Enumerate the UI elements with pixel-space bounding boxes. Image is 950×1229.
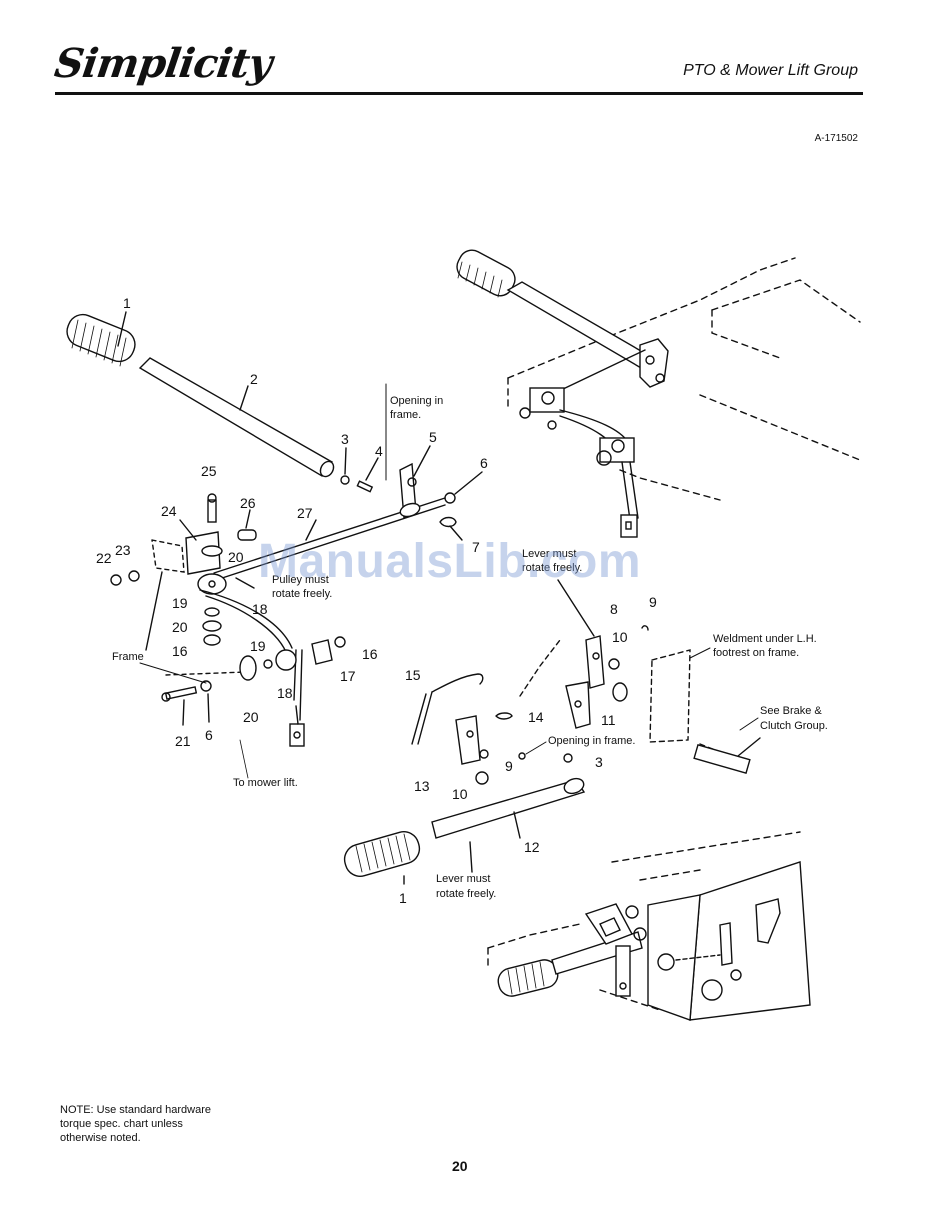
footer-note-line2: torque spec. chart unless <box>60 1118 183 1130</box>
lift-lever-bar <box>431 779 586 839</box>
callout-9-top: 9 <box>649 594 657 610</box>
lever-tube <box>138 357 334 477</box>
pto-lever-handle <box>66 311 335 478</box>
callout-19-a: 19 <box>172 595 188 611</box>
callout-6-top: 6 <box>480 455 488 471</box>
callout-10-bottom: 10 <box>452 786 468 802</box>
callout-7: 7 <box>472 539 480 555</box>
callout-14: 14 <box>528 709 544 725</box>
callout-27: 27 <box>297 505 313 521</box>
callout-16-a: 16 <box>172 643 188 659</box>
callout-10-top: 10 <box>612 629 628 645</box>
callout-18-b: 18 <box>277 685 293 701</box>
callout-20-b: 20 <box>172 619 188 635</box>
header-divider <box>55 92 863 95</box>
callout-4: 4 <box>375 443 383 459</box>
note-weldment-line2: footrest on frame. <box>713 647 799 659</box>
callout-2: 2 <box>250 371 258 387</box>
callout-8: 8 <box>610 601 618 617</box>
callout-5: 5 <box>429 429 437 445</box>
note-lever-top-line1: Lever must <box>522 548 576 560</box>
pulley-bracket <box>145 493 305 747</box>
lower-left-hardware <box>110 570 346 726</box>
note-opening-top-line1: Opening in <box>390 395 443 407</box>
callout-20-a: 20 <box>228 549 244 565</box>
page-number: 20 <box>452 1158 468 1174</box>
mower-lift-lever-assembly <box>343 579 761 885</box>
callout-22: 22 <box>96 550 112 566</box>
note-brake-line2: Clutch Group. <box>760 720 828 732</box>
inset-bottom-assembly <box>487 831 811 1021</box>
note-pulley-line1: Pulley must <box>272 574 329 586</box>
callout-3-top: 3 <box>341 431 349 447</box>
lift-handle-grip-icon <box>343 830 421 878</box>
callout-18-a: 18 <box>252 601 268 617</box>
callout-12: 12 <box>524 839 540 855</box>
callout-23: 23 <box>115 542 131 558</box>
callout-15: 15 <box>405 667 421 683</box>
callout-19-b: 19 <box>250 638 266 654</box>
note-frame: Frame <box>112 651 144 663</box>
note-lever-top-line2: rotate freely. <box>522 562 582 574</box>
callout-21: 21 <box>175 733 191 749</box>
callout-3-bottom: 3 <box>595 754 603 770</box>
callout-16-b: 16 <box>362 646 378 662</box>
callout-9-bottom: 9 <box>505 758 513 774</box>
callout-1-bottom: 1 <box>399 890 407 906</box>
callout-20-c: 20 <box>243 709 259 725</box>
callout-26: 26 <box>240 495 256 511</box>
footer-note-line3: otherwise noted. <box>60 1132 141 1144</box>
note-pulley-line2: rotate freely. <box>272 588 332 600</box>
control-rod <box>213 497 446 581</box>
footer-note: NOTE: Use standard hardware torque spec.… <box>60 1103 260 1145</box>
note-opening-top-line2: frame. <box>390 409 421 421</box>
footer-note-line1: NOTE: Use standard hardware <box>60 1104 212 1116</box>
section-title: PTO & Mower Lift Group <box>683 62 858 79</box>
callout-6-bottom: 6 <box>205 727 213 743</box>
watermark: ManualsLib.com <box>258 535 642 588</box>
note-opening-mid: Opening in frame. <box>548 735 635 747</box>
callout-11: 11 <box>601 712 616 728</box>
callout-17: 17 <box>340 668 356 684</box>
note-to-mower-lift: To mower lift. <box>233 777 298 789</box>
handle-grip-icon <box>66 313 136 363</box>
note-lever-bottom-line2: rotate freely. <box>436 888 496 900</box>
inset-top-assembly <box>456 249 861 538</box>
callout-25: 25 <box>201 463 217 479</box>
drawing-code: A-171502 <box>814 133 858 144</box>
callout-13: 13 <box>414 778 430 794</box>
note-brake-line1: See Brake & <box>760 705 822 717</box>
callout-24: 24 <box>161 503 177 519</box>
note-lever-bottom-line1: Lever must <box>436 873 490 885</box>
note-weldment-line1: Weldment under L.H. <box>713 633 817 645</box>
callout-1-top: 1 <box>123 295 131 311</box>
